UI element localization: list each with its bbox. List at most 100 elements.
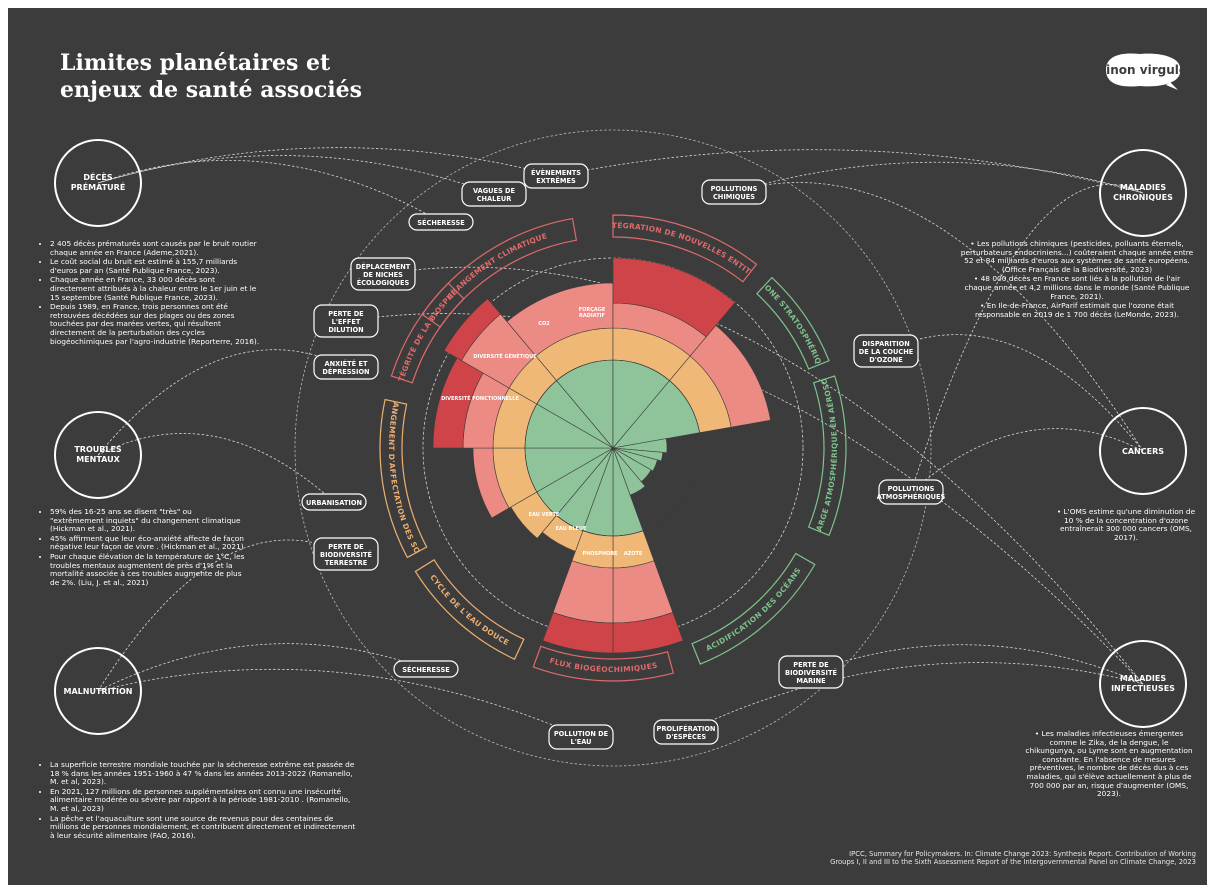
driver-label: SÉCHERESSE (402, 665, 450, 674)
wedge-label-azote: AZOTE (624, 551, 643, 557)
connector-line (885, 334, 1144, 452)
driver-secheresse2: SÉCHERESSE (393, 660, 459, 678)
note-maladies-infectieuses: Les maladies infectieuses émergentes com… (1024, 729, 1194, 800)
page-title: Limites planétaires et enjeux de santé a… (60, 50, 362, 104)
note-cancers: L'OMS estime qu'une diminution de 10 % d… (1056, 507, 1196, 543)
note-item: La superficie terrestre mondiale touchée… (50, 760, 358, 787)
connector-line (685, 662, 1144, 733)
driver-label: URBANISATION (306, 499, 362, 507)
connector-line (910, 184, 1144, 493)
note-item: Depuis 1989, en France, trois personnes … (50, 302, 260, 346)
impact-label-line: DÉCÈS (83, 171, 112, 182)
impact-malnutrition: MALNUTRITION (54, 647, 142, 735)
note-item: Les pollutions chimiques (pesticides, po… (960, 239, 1194, 274)
connector-line (97, 160, 442, 223)
logo-text: sinon virgule (1100, 63, 1186, 77)
note-item: 45% affirment que leur éco-anxiété affec… (50, 534, 246, 552)
note-item: En Ile-de-France, AirParif estimait que … (960, 301, 1194, 319)
note-item: Le coût social du bruit est estimé à 155… (50, 257, 260, 275)
note-item: La pêche et l'aquaculture sont une sourc… (50, 814, 358, 841)
impact-label-line: CANCERS (1122, 447, 1164, 456)
wedge-label-div-genetique: DIVERSITÉ GÉNÉTIQUE (473, 352, 537, 360)
connector-line (555, 149, 1144, 194)
boundary-label: ACIDIFICATION DES OCÉANS (704, 566, 802, 653)
note-item: Pour chaque élévation de la température … (50, 552, 246, 587)
boundary-label: INTÉGRATION DE NOUVELLES ENTITÉS (8, 8, 752, 276)
connector-line (97, 433, 335, 503)
impact-label-line: MENTAUX (76, 455, 120, 464)
svg-text:CANCERS: CANCERS (1122, 447, 1164, 456)
driver-label: SÉCHERESSE (417, 218, 465, 227)
boundary-wedges (432, 257, 771, 654)
source-citation: IPCC, Summary for Policymakers. In: Clim… (796, 850, 1196, 867)
connector-line (382, 266, 1144, 685)
note-item: L'OMS estime qu'une diminution de 10 % d… (1056, 507, 1196, 542)
impact-label-line: CHRONIQUES (1113, 193, 1173, 202)
impact-label-line: MALNUTRITION (64, 687, 133, 696)
driver-urbanisation: URBANISATION (301, 493, 367, 511)
note-item: Chaque année en France, 33 000 décès son… (50, 276, 260, 302)
note-item: 2 405 décès prématurés sont causés par l… (50, 239, 260, 257)
note-item: En 2021, 127 millions de personnes suppl… (50, 787, 358, 814)
wedge-label-eau-bleue: EAU BLEUE (556, 526, 587, 532)
wedge-label-forcage-text: FORÇAGE (579, 307, 606, 313)
connector-line (910, 428, 1144, 493)
wedge-label-co2: CO2 (538, 321, 550, 327)
impact-label-line: MALADIES (1120, 674, 1167, 683)
impact-cancers: CANCERS (1099, 407, 1187, 495)
planetary-boundaries-diagram: CHANGEMENT CLIMATIQUEINTÉGRATION DE NOUV… (8, 8, 1187, 767)
wedge-label-div-fonctionnelle: DIVERSITÉ FONCTIONNELLE (441, 394, 519, 402)
connector-line (97, 643, 427, 692)
impact-label-line: MALADIES (1120, 183, 1167, 192)
impact-label-line: INFECTIEUSES (1111, 684, 1175, 693)
title-line-1: Limites planétaires et (60, 50, 331, 76)
source-line-2: Groups I, II and III to the Sixth Assess… (830, 858, 1196, 867)
connector-line (97, 147, 557, 184)
note-item: Les maladies infectieuses émergentes com… (1024, 729, 1194, 799)
boundary-label: CHANGEMENT CLIMATIQUE (445, 231, 548, 301)
note-item: 59% des 16-25 ans se disent "très" ou "e… (50, 507, 246, 534)
boundary-guide-circles (294, 129, 932, 767)
title-line-2: enjeux de santé associés (60, 77, 363, 103)
impact-label-line: PRÉMATURÉ (71, 181, 126, 192)
connector-line (97, 349, 347, 456)
boundary-label: CYCLE DE L'EAU DOUCE (428, 573, 510, 647)
note-malnutrition: La superficie terrestre mondiale touchée… (38, 760, 358, 841)
connector-line (733, 161, 1144, 194)
svg-text:MALNUTRITION: MALNUTRITION (64, 687, 133, 696)
note-item: 48 000 décès en France sont liés à la po… (960, 275, 1194, 301)
note-deces-prematures: 2 405 décès prématurés sont causés par l… (38, 239, 260, 347)
